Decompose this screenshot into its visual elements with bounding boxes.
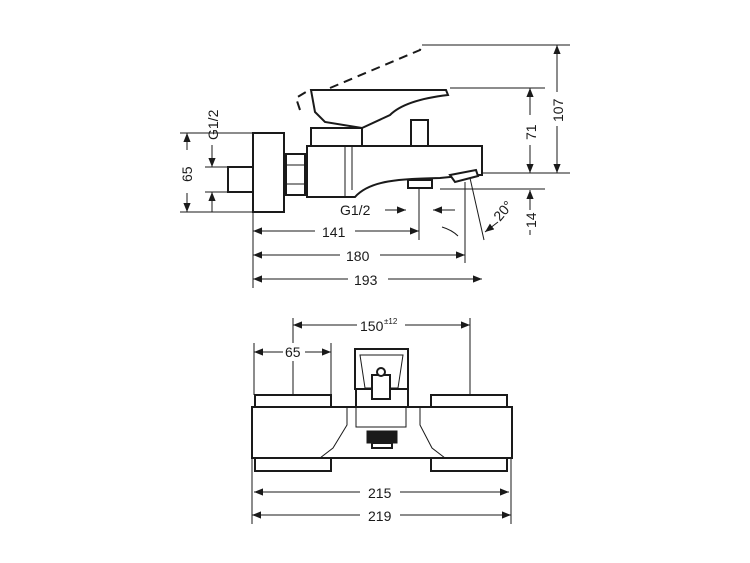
dim-thread-outlet: G1/2 [340, 202, 371, 218]
dim-65-side: 65 [179, 166, 195, 182]
dim-150: 150 [360, 318, 384, 334]
dim-65-front: 65 [285, 344, 301, 360]
diverter-knob [410, 119, 429, 147]
wall-flange [252, 132, 285, 213]
spout-aerator [448, 168, 480, 184]
dim-angle-20: 20° [490, 197, 516, 224]
dim-193: 193 [354, 272, 378, 288]
inlet-pipe [227, 166, 254, 193]
dim-71: 71 [523, 124, 539, 140]
lever-raised-dashed [294, 43, 423, 111]
dim-14: 14 [523, 212, 539, 228]
outlet-thread [407, 179, 433, 189]
diverter-front [371, 374, 391, 400]
cartridge-housing [310, 127, 363, 147]
aerator-front [366, 430, 398, 444]
dim-thread-inlet: G1/2 [205, 109, 221, 140]
connection-nut [285, 153, 306, 196]
dim-150-tolerance: ±12 [384, 317, 398, 326]
side-view: 65 G1/2 G1/2 141 180 193 71 107 14 20° [179, 43, 570, 288]
dim-215: 215 [368, 485, 392, 501]
front-view: 150 ±12 65 215 219 [251, 316, 513, 524]
dim-219: 219 [368, 508, 392, 524]
lever-handle [309, 89, 450, 130]
dim-141: 141 [322, 224, 346, 240]
dim-180: 180 [346, 248, 370, 264]
dim-107: 107 [550, 98, 566, 122]
